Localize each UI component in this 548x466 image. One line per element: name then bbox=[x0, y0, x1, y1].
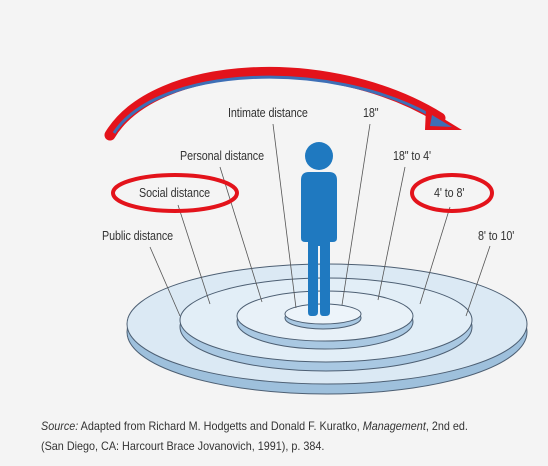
intimate-distance-label: Intimate distance bbox=[228, 106, 308, 120]
source-text-before-title: Adapted from Richard M. Hodgetts and Don… bbox=[78, 419, 363, 433]
source-prefix: Source: bbox=[41, 419, 79, 433]
curved-arrow bbox=[104, 66, 462, 141]
source-line-1: Source: Adapted from Richard M. Hodgetts… bbox=[41, 416, 482, 436]
leader-lines bbox=[149, 123, 491, 317]
social-range-label: 4' to 8' bbox=[434, 186, 465, 200]
intimate-range-label: 18" bbox=[363, 106, 379, 120]
personal-distance-label: Personal distance bbox=[180, 149, 264, 163]
person-figure bbox=[301, 142, 337, 316]
public-distance-label: Public distance bbox=[102, 229, 174, 243]
source-citation: Source: Adapted from Richard M. Hodgetts… bbox=[41, 416, 482, 456]
public-range-label: 8' to 10' bbox=[478, 229, 515, 243]
social-distance-label: Social distance bbox=[139, 186, 211, 200]
source-line-2: (San Diego, CA: Harcourt Brace Jovanovic… bbox=[41, 439, 325, 453]
personal-range-label: 18" to 4' bbox=[393, 149, 431, 163]
source-text-after-title: , 2nd ed. bbox=[425, 419, 468, 433]
social-distance-highlight bbox=[111, 173, 239, 213]
social-range-highlight bbox=[410, 173, 494, 213]
source-book-title: Management bbox=[362, 419, 426, 433]
